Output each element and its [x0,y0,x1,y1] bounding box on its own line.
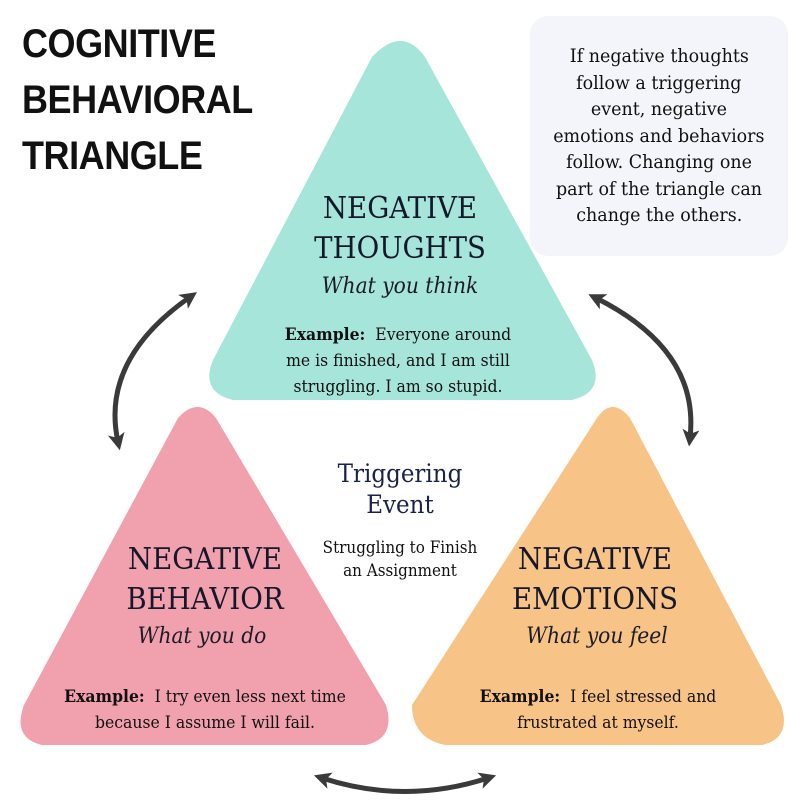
behavior-heading-line: BEHAVIOR [126,582,284,617]
behavior-heading-line: NEGATIVE [127,542,283,577]
event-circle [295,415,505,625]
behavior-example-label: Example: [64,687,145,707]
info-line: event, negative [590,98,728,121]
thoughts-subtitle: What you think [321,274,479,299]
behavior-triangle [20,407,389,745]
behavior-subtitle: What you do [137,624,267,649]
title-line: BEHAVIORAL [22,78,253,122]
thoughts-heading-line: THOUGHTS [314,231,486,266]
event-title: Triggering Event [338,458,463,520]
behavior-example: Example: I try even less next time becau… [64,684,346,736]
event-title-line: Triggering [337,459,463,488]
thoughts-example: Example: Everyone around me is finished,… [285,322,511,400]
behavior-heading: NEGATIVE BEHAVIOR [126,540,283,620]
emotions-example-line: I feel stressed and [570,687,717,707]
thoughts-example-line: Everyone around [375,325,512,345]
emotions-example-label: Example: [479,687,561,707]
info-line: If negative thoughts [569,45,749,68]
emotions-triangle [412,407,784,745]
event-description: Struggling to Finish an Assignment [323,536,478,582]
info-line: follow. Changing one [566,151,752,174]
info-line: part of the triangle can [555,177,763,200]
info-line: follow a triggering [576,71,742,94]
thoughts-example-line: struggling. I am so stupid. [293,377,503,397]
arrow-thoughts-behavior [107,292,197,451]
emotions-example-line: frustrated at myself. [517,713,679,733]
info-line: emotions and behaviors [553,124,765,147]
thoughts-example-line: me is finished, and I am still [286,351,510,371]
arrow-thoughts-emotions [588,294,700,447]
event-description-line: an Assignment [343,561,457,580]
thoughts-example-label: Example: [284,325,366,345]
emotions-heading-line: EMOTIONS [511,582,679,617]
emotions-heading: NEGATIVE EMOTIONS [512,540,678,620]
emotions-subtitle: What you feel [526,624,668,649]
event-description-line: Struggling to Finish [322,538,478,557]
arrow-behavior-emotions [313,772,497,794]
event-title-line: Event [366,490,434,519]
emotions-example: Example: I feel stressed and frustrated … [480,684,717,736]
thoughts-heading: NEGATIVE THOUGHTS [314,189,486,269]
title-line: COGNITIVE [22,22,216,66]
emotions-heading-line: NEGATIVE [517,542,673,577]
behavior-example-line: I try even less next time [154,687,346,707]
info-line: change the others. [575,204,743,227]
thoughts-triangle [209,41,596,400]
info-box: If negative thoughts follow a triggering… [530,16,788,256]
title-line: TRIANGLE [22,134,203,178]
thoughts-heading-line: NEGATIVE [322,191,478,226]
behavior-example-line: because I assume I will fail. [95,713,315,733]
